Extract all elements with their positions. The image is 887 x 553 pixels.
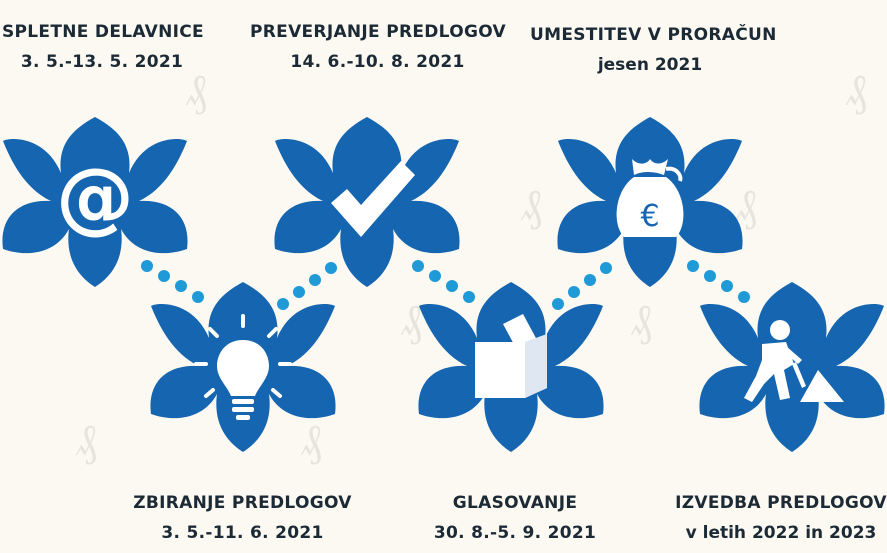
dotted-connectors (141, 260, 750, 310)
step-5-dates: jesen 2021 (597, 55, 703, 75)
checkmark-icon (331, 161, 415, 237)
svg-text:₰: ₰ (400, 295, 422, 346)
svg-text:₰: ₰ (520, 180, 542, 231)
construction-worker-icon (744, 320, 844, 402)
svg-text:₰: ₰ (300, 415, 322, 466)
step-6-title: IZVEDBA PREDLOGOV (675, 493, 887, 513)
svg-text:₰: ₰ (75, 415, 97, 466)
step-4-dates: 30. 8.-5. 9. 2021 (433, 523, 597, 543)
step-2-title: ZBIRANJE PREDLOGOV (133, 493, 352, 513)
step-3-dates: 14. 6.-10. 8. 2021 (290, 52, 465, 72)
step-1-dates: 3. 5.-13. 5. 2021 (20, 52, 184, 72)
step-3-label: PREVERJANJE PREDLOGOV 14. 6.-10. 8. 2021 (250, 17, 506, 77)
flower-step-3 (274, 117, 460, 287)
svg-text:₰: ₰ (735, 180, 757, 231)
step-5-title: UMESTITEV V PRORAČUN (530, 25, 777, 45)
svg-text:€: € (640, 199, 659, 234)
money-bag-euro-icon: € (616, 159, 684, 237)
at-sign-icon: @ (56, 153, 134, 243)
step-2-label: ZBIRANJE PREDLOGOV 3. 5.-11. 6. 2021 (125, 488, 360, 548)
step-4-label: GLASOVANJE 30. 8.-5. 9. 2021 (410, 488, 620, 548)
svg-text:₰: ₰ (185, 65, 207, 116)
watermark-pattern: ₰ ₰ ₰ ₰ ₰ ₰ ₰ ₰ (75, 65, 867, 466)
step-2-dates: 3. 5.-11. 6. 2021 (161, 523, 324, 543)
flower-step-6 (699, 282, 885, 452)
svg-text:₰: ₰ (845, 65, 867, 116)
lightbulb-icon (194, 314, 292, 420)
flower-step-4 (418, 282, 604, 452)
step-5-label: UMESTITEV V PRORAČUN jesen 2021 (530, 20, 777, 80)
step-6-dates: v letih 2022 in 2023 (685, 523, 877, 543)
step-1-title: SPLETNE DELAVNICE (2, 22, 204, 42)
step-6-label: IZVEDBA PREDLOGOV v letih 2022 in 2023 (675, 488, 887, 548)
svg-text:₰: ₰ (630, 295, 652, 346)
step-3-title: PREVERJANJE PREDLOGOV (250, 22, 506, 42)
step-1-label: SPLETNE DELAVNICE 3. 5.-13. 5. 2021 (2, 17, 204, 77)
flower-step-5: € (557, 117, 743, 287)
flower-step-1: @ (2, 117, 188, 287)
ballot-box-icon (475, 314, 547, 398)
step-4-title: GLASOVANJE (452, 493, 578, 513)
svg-text:@: @ (56, 153, 134, 243)
flower-step-2 (150, 282, 336, 452)
